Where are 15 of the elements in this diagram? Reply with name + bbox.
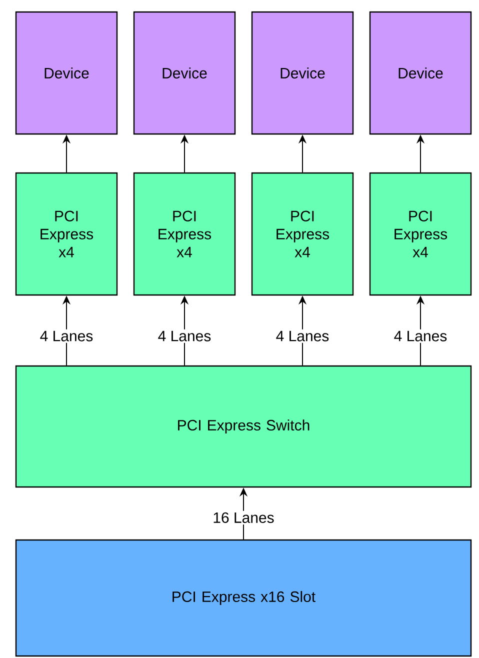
device-box: Device: [15, 11, 118, 135]
interface-box: PCI Express x4: [251, 172, 354, 296]
edge-label: 4 Lanes: [274, 329, 331, 343]
edge-label: 4 Lanes: [156, 329, 213, 343]
device-box: Device: [251, 11, 354, 135]
device-box: Device: [133, 11, 236, 135]
slot-box: PCI Express x16 Slot: [15, 539, 472, 657]
device-box: Device: [369, 11, 472, 135]
switch-box: PCI Express Switch: [15, 365, 472, 488]
interface-box: PCI Express x4: [15, 172, 118, 296]
interface-box: PCI Express x4: [133, 172, 236, 296]
edge-label: 4 Lanes: [392, 329, 449, 343]
interface-box: PCI Express x4: [369, 172, 472, 296]
edge-label: 16 Lanes: [211, 510, 276, 524]
edge-label: 4 Lanes: [38, 329, 95, 343]
